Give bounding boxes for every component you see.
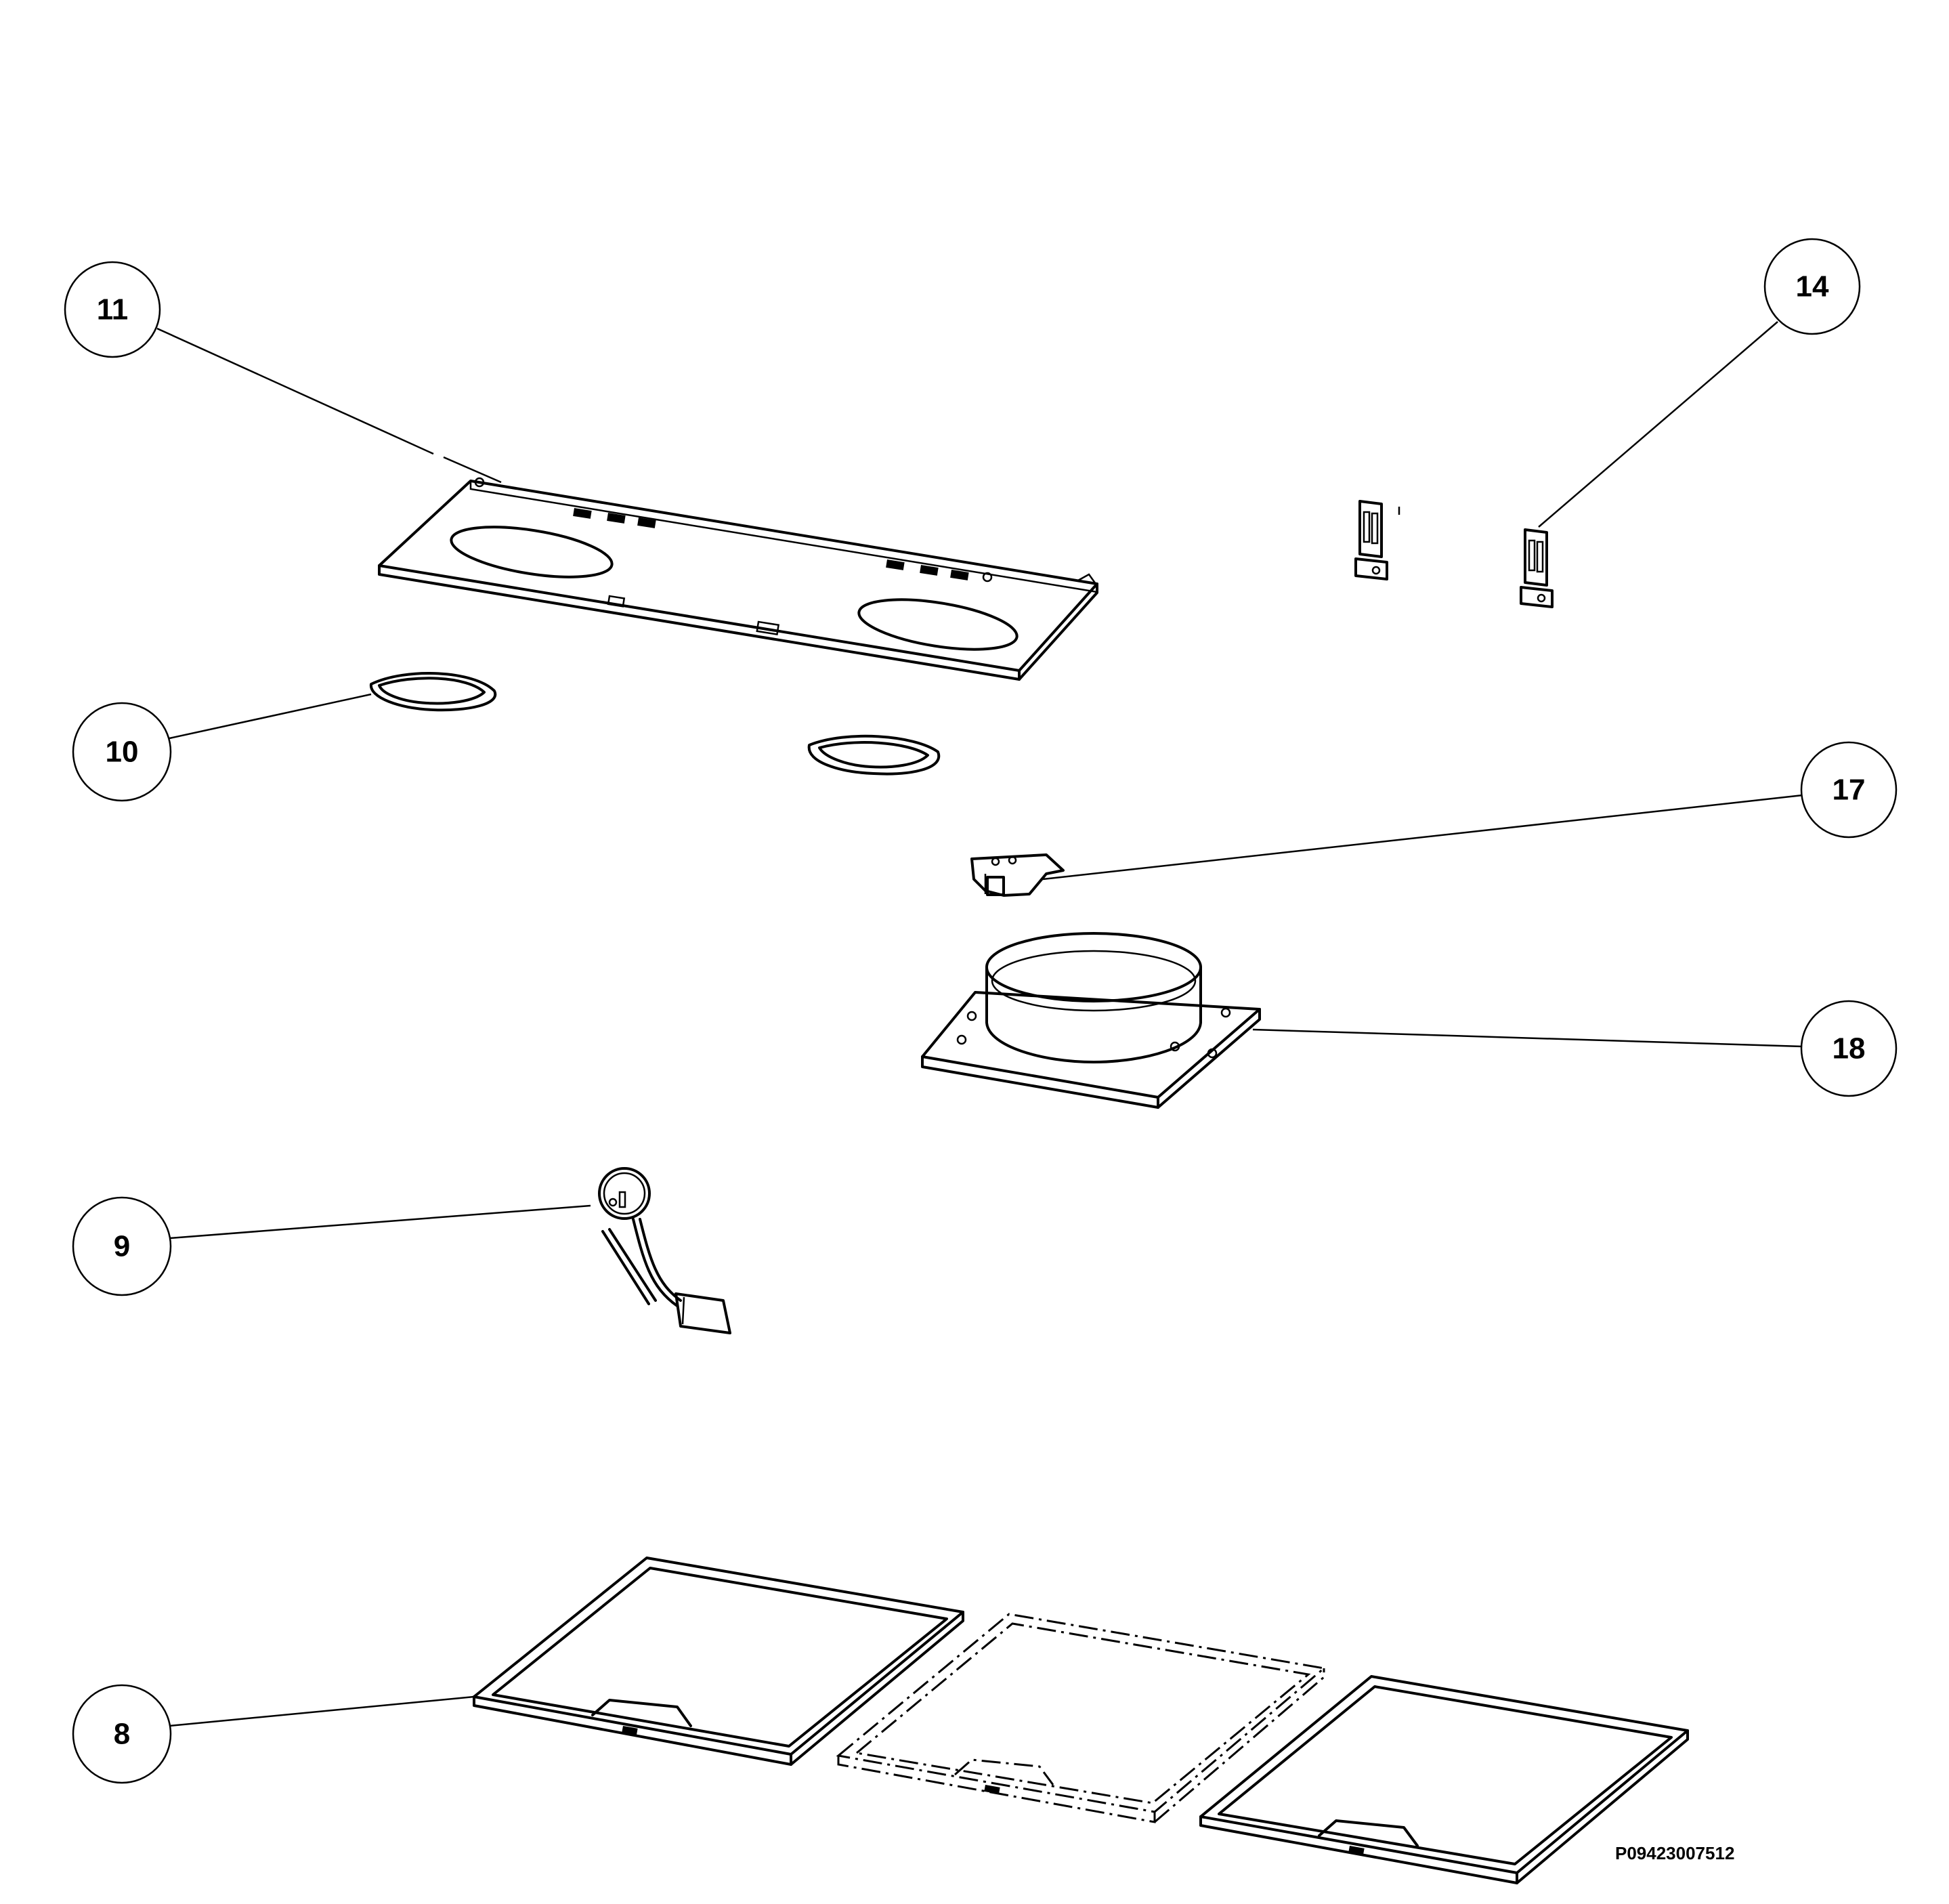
part-14-clip-right — [1520, 528, 1554, 608]
part-9-lamp-holder — [598, 1167, 731, 1334]
part-18-duct-collar — [921, 932, 1261, 1109]
svg-text:18: 18 — [1833, 1032, 1866, 1065]
svg-text:11: 11 — [97, 293, 129, 326]
callout-17: 17 — [1042, 741, 1898, 881]
callout-18: 18 — [1252, 1000, 1898, 1097]
part-10-gasket-right — [807, 734, 941, 776]
callout-8: 8 — [72, 1684, 475, 1784]
part-17-bracket — [970, 853, 1065, 897]
svg-text:9: 9 — [114, 1230, 130, 1263]
callout-14: 14 — [1538, 238, 1861, 528]
part-8-filter-right — [1199, 1675, 1689, 1884]
part-14-clip-left — [1354, 500, 1400, 580]
callout-10: 10 — [72, 693, 372, 802]
callout-11: 11 — [64, 261, 502, 484]
svg-text:17: 17 — [1833, 774, 1866, 807]
part-11-mounting-plate — [378, 477, 1098, 681]
document-id: P09423007512 — [1615, 1843, 1734, 1863]
part-8-filter-middle-dashed — [836, 1613, 1327, 1823]
part-10-gasket-left — [369, 672, 497, 712]
part-8-filter-left — [473, 1557, 964, 1766]
svg-text:10: 10 — [106, 736, 139, 769]
svg-text:14: 14 — [1796, 270, 1829, 303]
callout-9: 9 — [72, 1196, 591, 1296]
svg-text:8: 8 — [114, 1718, 130, 1751]
